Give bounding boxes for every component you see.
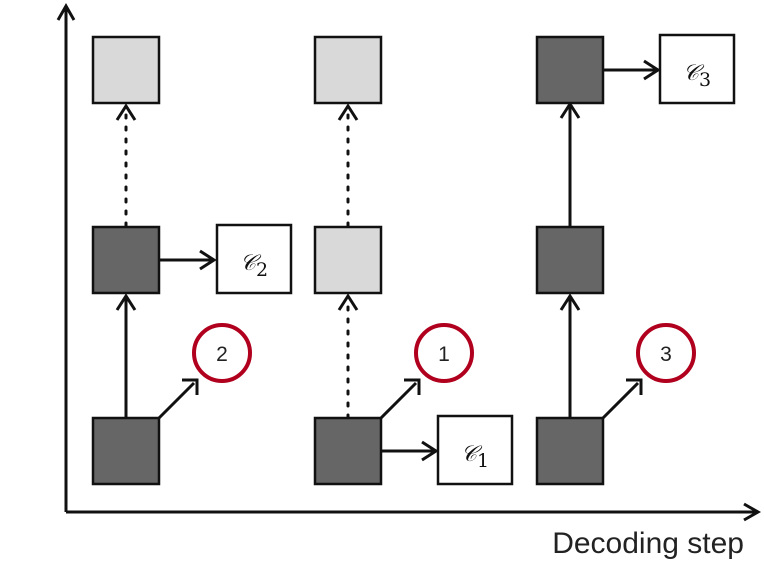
badge-arrowhead bbox=[404, 378, 421, 395]
output-box-c1 bbox=[436, 414, 514, 486]
active-node bbox=[91, 416, 161, 486]
output-box-c3 bbox=[658, 33, 736, 105]
solid-link-arrowhead bbox=[559, 293, 581, 311]
inactive-node bbox=[313, 225, 383, 295]
output-arrowhead bbox=[421, 440, 439, 462]
active-node bbox=[313, 416, 383, 486]
column-3: 𝒞3 3 bbox=[535, 33, 736, 486]
output-arrowhead bbox=[199, 249, 217, 271]
y-axis-arrowhead bbox=[56, 2, 76, 21]
column-1: 𝒞2 2 bbox=[91, 35, 293, 486]
badge-arrow bbox=[157, 381, 196, 420]
badge-number: 3 bbox=[660, 343, 672, 366]
badge-number: 2 bbox=[216, 343, 228, 366]
badge-circle bbox=[192, 323, 252, 383]
badge-arrow bbox=[601, 381, 640, 420]
badge-arrowhead bbox=[182, 378, 199, 395]
x-axis-arrowhead bbox=[743, 502, 762, 522]
dotted-link-arrowhead bbox=[337, 103, 359, 121]
badge-circle bbox=[414, 323, 474, 383]
active-node bbox=[535, 35, 605, 105]
badge-arrowhead bbox=[626, 378, 643, 395]
badge-number: 1 bbox=[438, 343, 450, 366]
dotted-link-arrowhead bbox=[115, 103, 137, 121]
active-node bbox=[535, 225, 605, 295]
axes bbox=[56, 2, 762, 522]
active-node bbox=[535, 416, 605, 486]
badge-circle bbox=[636, 323, 696, 383]
output-box-c2 bbox=[215, 223, 293, 295]
x-axis-label: Decoding step bbox=[552, 527, 744, 560]
inactive-node bbox=[91, 35, 161, 105]
badge-arrow bbox=[379, 381, 418, 420]
output-arrowhead bbox=[643, 59, 661, 81]
solid-link-arrowhead bbox=[115, 293, 137, 311]
dotted-link-arrowhead bbox=[337, 293, 359, 311]
active-node bbox=[91, 225, 161, 295]
inactive-node bbox=[313, 35, 383, 105]
column-2: 𝒞1 1 bbox=[313, 35, 514, 486]
